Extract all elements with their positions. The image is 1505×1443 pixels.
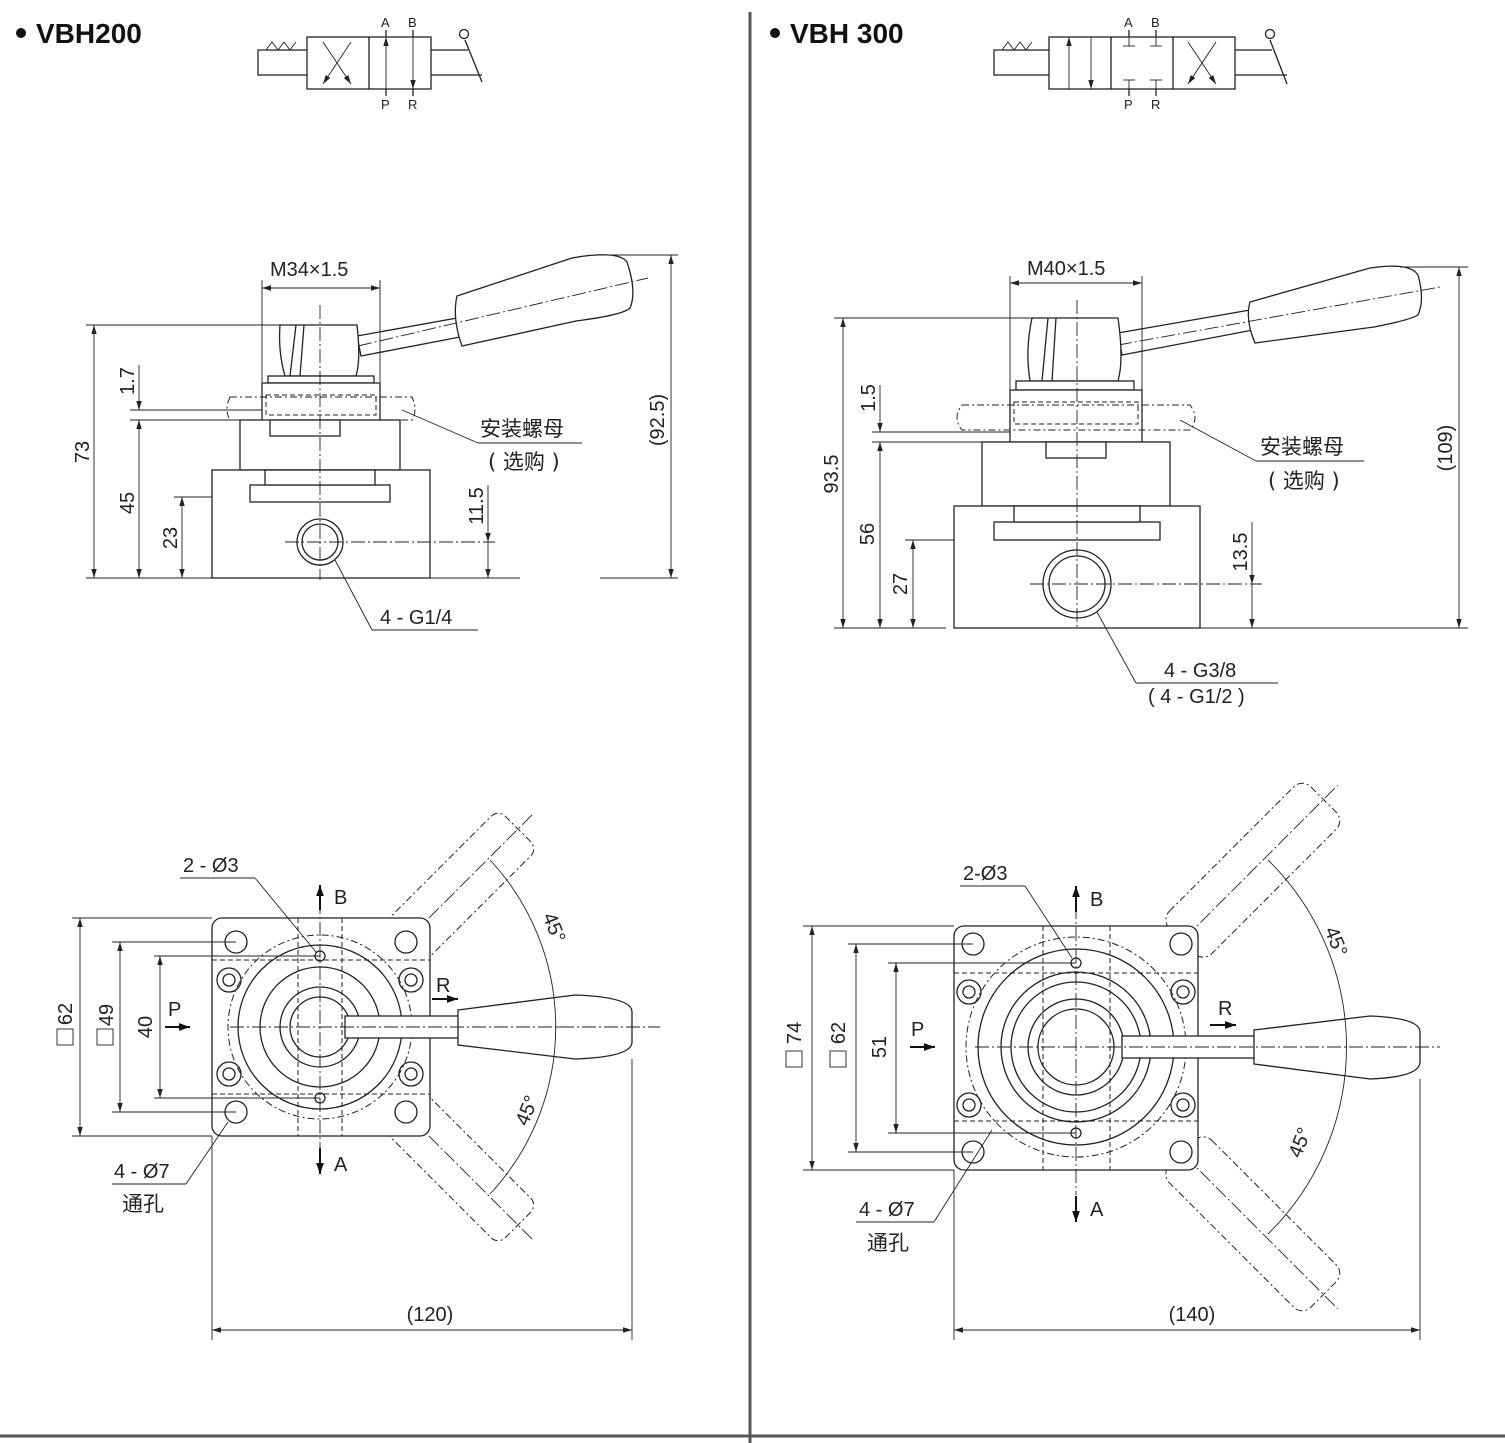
vbh300-dim-sq-74: 74 xyxy=(784,1022,806,1044)
vbh200-dim-width: (120) xyxy=(407,1304,454,1326)
symbol-label-r: R xyxy=(408,97,417,112)
vbh300-holes-large: 4 - Ø7 xyxy=(859,1199,915,1221)
vbh200-angle-lower: 45° xyxy=(512,1093,544,1129)
symbol-label-p: P xyxy=(1124,97,1133,112)
symbol-label-b: B xyxy=(1151,15,1160,30)
vbh300-dim-width: (140) xyxy=(1169,1304,1216,1326)
vbh200-thread-label: M34×1.5 xyxy=(270,259,348,281)
symbol-label-a: A xyxy=(381,15,390,30)
vbh200-dim-45: 45 xyxy=(117,492,139,514)
vbh300-top-view: B A P R 45° 45° 74 62 51 2-Ø3 xyxy=(784,782,1440,1340)
vbh300-dim-109: (109) xyxy=(1435,425,1457,472)
title-bullet-icon xyxy=(16,28,26,38)
vbh300-dim-93-5: 93.5 xyxy=(821,455,843,494)
vbh200-angle-upper: 45° xyxy=(538,910,570,946)
vbh200-dim-73: 73 xyxy=(72,441,94,463)
vbh200-dim-1-7: 1.7 xyxy=(117,367,139,395)
vbh200-dim-40: 40 xyxy=(135,1016,157,1038)
vbh200-top-view: B A P R 45° 45° 62 49 40 xyxy=(55,812,660,1340)
vbh300-port-b: B xyxy=(1090,889,1103,911)
vbh300-holes-small: 2-Ø3 xyxy=(963,863,1007,885)
vbh300-ports-label: 4 - G3/8 xyxy=(1164,660,1236,682)
vbh300-through-label: 通孔 xyxy=(867,1231,909,1255)
vbh200-nut-label: 安装螺母 xyxy=(480,417,564,441)
vbh300-ports-alt-label: ( 4 - G1/2 ) xyxy=(1148,686,1245,708)
vbh300-symbol: A B P R xyxy=(993,15,1288,112)
vbh300-dim-13-5: 13.5 xyxy=(1230,533,1252,572)
vbh300-dim-56: 56 xyxy=(857,523,879,545)
vbh300-title: VBH 300 xyxy=(790,18,904,49)
vbh200-holes-large: 4 - Ø7 xyxy=(114,1161,170,1183)
vbh200-nut-sublabel: ( 选购 ) xyxy=(488,450,560,474)
vbh300-dim-1-5: 1.5 xyxy=(858,384,880,412)
symbol-label-r: R xyxy=(1151,97,1160,112)
vbh200-port-b: B xyxy=(334,887,347,909)
vbh200-dim-23: 23 xyxy=(160,527,182,549)
vbh200-port-p: P xyxy=(168,999,181,1021)
vbh300-port-p: P xyxy=(911,1019,924,1041)
vbh300-dim-27: 27 xyxy=(890,573,912,595)
vbh200-dim-92-5: (92.5) xyxy=(647,394,669,446)
symbol-label-b: B xyxy=(408,15,417,30)
vbh300-nut-label: 安装螺母 xyxy=(1260,435,1344,459)
vbh200-port-r: R xyxy=(436,975,450,997)
vbh200-holes-small: 2 - Ø3 xyxy=(183,855,239,877)
vbh300-nut-sublabel: ( 选购 ) xyxy=(1268,469,1340,493)
vbh200-port-a: A xyxy=(334,1154,348,1176)
vbh300-side-view: M40×1.5 93.5 56 1.5 27 13.5 (109) 安装螺母 xyxy=(821,258,1468,708)
vbh300-angle-lower: 45° xyxy=(1285,1125,1317,1161)
vbh200-ports-label: 4 - G1/4 xyxy=(380,607,452,629)
vbh300-port-r: R xyxy=(1218,998,1232,1020)
vbh300-dim-51: 51 xyxy=(869,1036,891,1058)
vbh300-angle-upper: 45° xyxy=(1320,924,1352,960)
symbol-label-a: A xyxy=(1124,15,1133,30)
vbh200-title: VBH200 xyxy=(36,18,142,49)
vbh300-port-a: A xyxy=(1090,1199,1104,1221)
vbh200-dim-sq-62: 62 xyxy=(55,1003,77,1025)
vbh300-section: VBH 300 A B P R xyxy=(770,15,1468,1340)
vbh300-dim-sq-62: 62 xyxy=(828,1022,850,1044)
vbh200-section: VBH200 A B P R xyxy=(16,15,678,1340)
vbh200-dim-11-5: 11.5 xyxy=(466,487,488,524)
vbh200-through-label: 通孔 xyxy=(122,1192,164,1216)
vbh200-symbol: A B P R xyxy=(257,15,483,112)
vbh200-side-view: M34×1.5 73 45 1.7 23 11.5 xyxy=(72,254,678,631)
vbh200-dim-sq-49: 49 xyxy=(96,1004,118,1026)
vbh300-thread-label: M40×1.5 xyxy=(1027,258,1105,280)
symbol-label-p: P xyxy=(381,97,390,112)
title-bullet-icon xyxy=(770,28,780,38)
